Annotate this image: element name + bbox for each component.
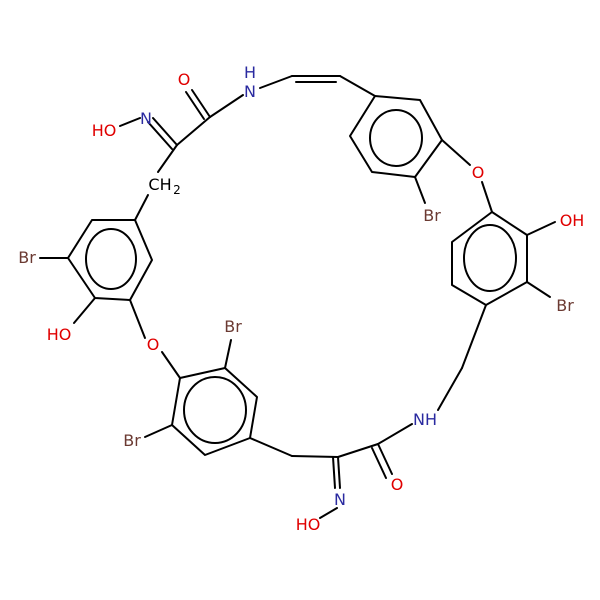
bottom-oxime-amide-bonds: [291, 304, 487, 519]
ring-d-br-label: Br: [556, 296, 574, 315]
oxime-bottom-ho-label: HO: [296, 515, 321, 534]
oxime-top-n-label: N: [140, 109, 152, 128]
amide-bottom-nh-label: NH: [413, 410, 437, 429]
oxime-top-ho-label: HO: [92, 121, 117, 140]
ring-d-bonds: [451, 181, 556, 306]
ring-c-br-label: Br: [423, 206, 441, 225]
oxime-top-oxygen-label: O: [178, 70, 191, 89]
top-oxime-amide-bonds: [119, 75, 376, 221]
amide-bottom-o-label: O: [391, 475, 404, 494]
ether-right-o-label: O: [472, 163, 485, 182]
ether-left-o-label: O: [147, 335, 160, 354]
ring-b-bonds: [144, 339, 293, 457]
atom-labels: O H N N HO CH 2 Br HO O Br Br O Br OH Br…: [18, 63, 584, 534]
ring-a-bonds: [39, 219, 153, 339]
ring-b-br-left-label: Br: [123, 431, 141, 450]
ring-d-oh-label: OH: [560, 211, 585, 230]
methylene-ch-label: CH: [148, 175, 171, 194]
methylene-subscript-label: 2: [173, 183, 181, 197]
ring-c-bonds: [349, 95, 471, 204]
amide-top-n-label: N: [244, 82, 256, 101]
ring-b-br-top-label: Br: [224, 317, 242, 336]
ring-a-oh-label: HO: [47, 325, 72, 344]
ring-a-br-label: Br: [18, 248, 36, 267]
amide-top-h-label: H: [244, 63, 256, 82]
oxime-bottom-n-label: N: [334, 490, 346, 509]
